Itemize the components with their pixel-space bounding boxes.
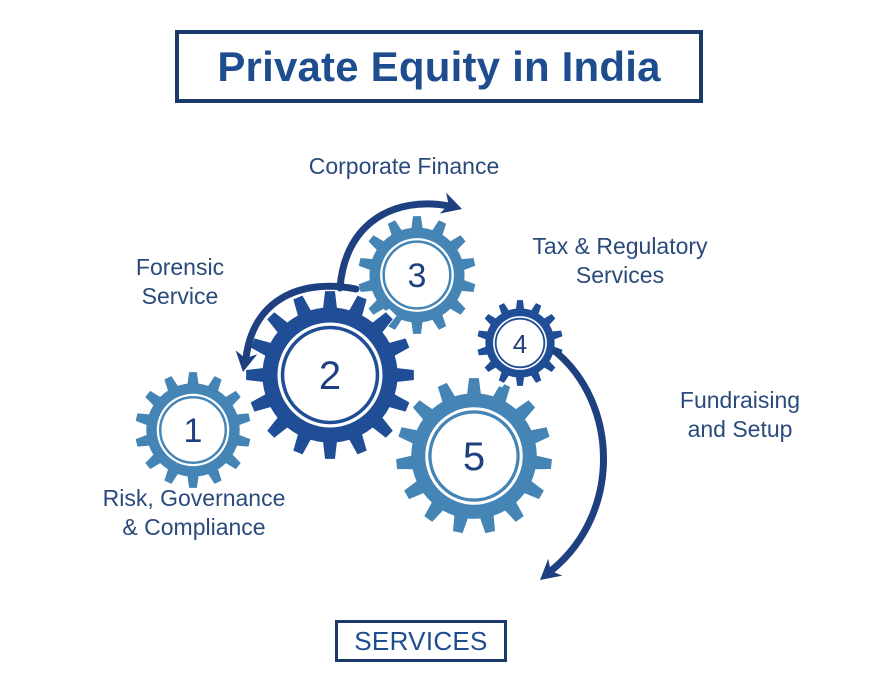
label-corporate-finance: Corporate Finance	[308, 153, 500, 179]
gear-inner-ring	[382, 240, 452, 310]
gear-hub	[156, 393, 230, 467]
gear-3-corporate-finance[interactable]: 3	[353, 211, 481, 339]
gear-number-1: 1	[184, 412, 203, 450]
gear-inner-ring	[159, 396, 227, 464]
gear-number-3: 3	[408, 257, 427, 295]
label-forensic-service: Forensic Service	[135, 254, 225, 309]
label-risk-governance-compliance: Risk, Governance & Compliance	[102, 485, 286, 540]
forensic-service-arrow-shaft	[242, 282, 360, 362]
gear-hub	[425, 407, 523, 505]
label-fundraising-and-setup: Fundraising and Setup	[679, 387, 801, 442]
gear-2-forensic-service[interactable]: 2	[241, 286, 419, 464]
services-footer-box: SERVICES	[335, 620, 507, 662]
gear-hub	[277, 322, 383, 428]
gear-number-2: 2	[319, 354, 341, 398]
page-title-box: Private Equity in India	[175, 30, 703, 103]
fundraising-arrow-head	[540, 558, 563, 580]
gear-hub	[493, 316, 547, 370]
forensic-service-arrow-head	[235, 350, 258, 372]
services-label: SERVICES	[354, 626, 488, 656]
corporate-finance-arrow-head	[439, 192, 462, 214]
gear-inner-ring	[280, 325, 380, 425]
corporate-finance-arrow-shaft	[336, 200, 453, 292]
gear-inner-ring	[494, 317, 546, 369]
gear-hub	[380, 238, 454, 312]
fundraising-arrow-shaft	[548, 348, 607, 574]
gear-number-5: 5	[463, 435, 485, 479]
gear-5-fundraising[interactable]: 5	[391, 373, 557, 539]
page-title: Private Equity in India	[217, 42, 661, 90]
gear-4-tax-regulatory[interactable]: 4	[472, 295, 568, 391]
label-tax-regulatory-services: Tax & Regulatory Services	[532, 233, 708, 288]
process-arrows	[235, 192, 607, 580]
gear-1-risk-governance[interactable]: 1	[130, 367, 256, 493]
gear-number-4: 4	[513, 329, 527, 359]
gear-inner-ring	[428, 410, 520, 502]
